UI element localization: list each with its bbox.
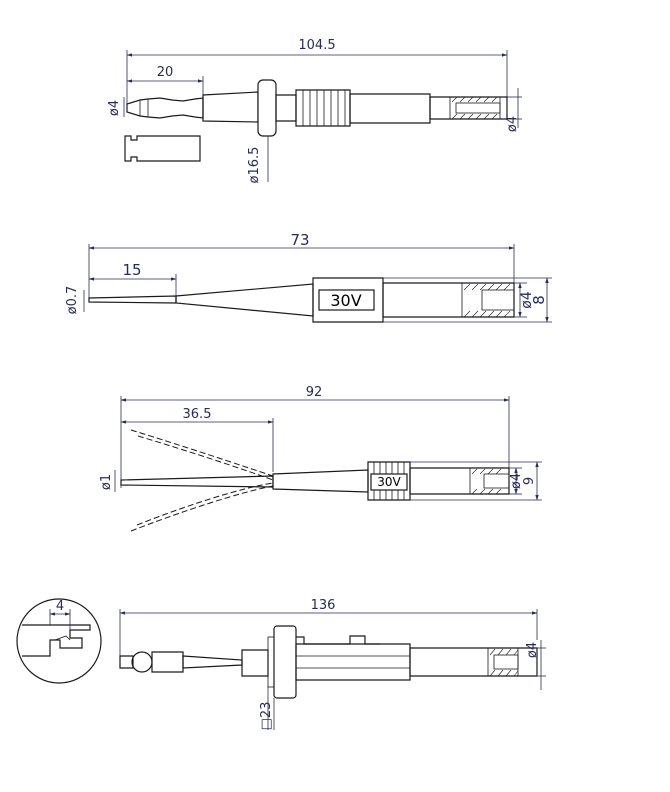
probe2-dia-socket: ø4	[519, 291, 535, 309]
probe2-voltage-label: 30V	[330, 291, 361, 310]
probe2-dia-body: 8	[530, 295, 548, 305]
probe1-dia-tip: ø4	[107, 100, 122, 116]
probe1-drawing: 104.5 20 ø4 ø16.5	[107, 38, 522, 183]
probe1-length-tip: 20	[157, 65, 174, 80]
probe1-dia-socket: ø4	[505, 116, 520, 132]
probe1-grip-ribs	[295, 89, 351, 127]
probe3-drawing: 92 36.5 ø1 30V ø4	[99, 385, 542, 532]
probe2-drawing: 73 15 ø0.7 30V ø4 8	[65, 231, 552, 323]
probe3-length-total: 92	[306, 385, 323, 400]
probe1-length-total: 104.5	[298, 38, 335, 53]
probe2-length-tip: 15	[122, 261, 141, 279]
probe2-length-total: 73	[290, 231, 309, 249]
probe3-socket-hatch	[469, 467, 510, 495]
probe3-dia-tip: ø1	[99, 474, 114, 490]
probe3-dia-socket: ø4	[509, 473, 524, 489]
probe2-socket-hatch	[461, 282, 515, 318]
probe3-dia-body: 9	[522, 477, 537, 485]
probe4-length-total: 136	[311, 598, 336, 613]
probe4-drawing: 4 136 □23 ø4	[16, 598, 546, 731]
probe4-guard-size: □23	[259, 702, 274, 731]
probe1-dia-guard: ø16.5	[247, 147, 262, 184]
probe3-length-tip: 36.5	[183, 407, 212, 422]
probe4-hook-detail: 4	[16, 598, 102, 684]
probe4-dia-socket: ø4	[525, 642, 540, 658]
probe2-dia-tip: ø0.7	[65, 286, 80, 315]
probe1-socket-hatch	[449, 96, 501, 120]
probe3-voltage-label: 30V	[377, 475, 401, 489]
probe4-detail-width: 4	[56, 599, 64, 614]
probe4-socket-hatch	[487, 647, 519, 677]
